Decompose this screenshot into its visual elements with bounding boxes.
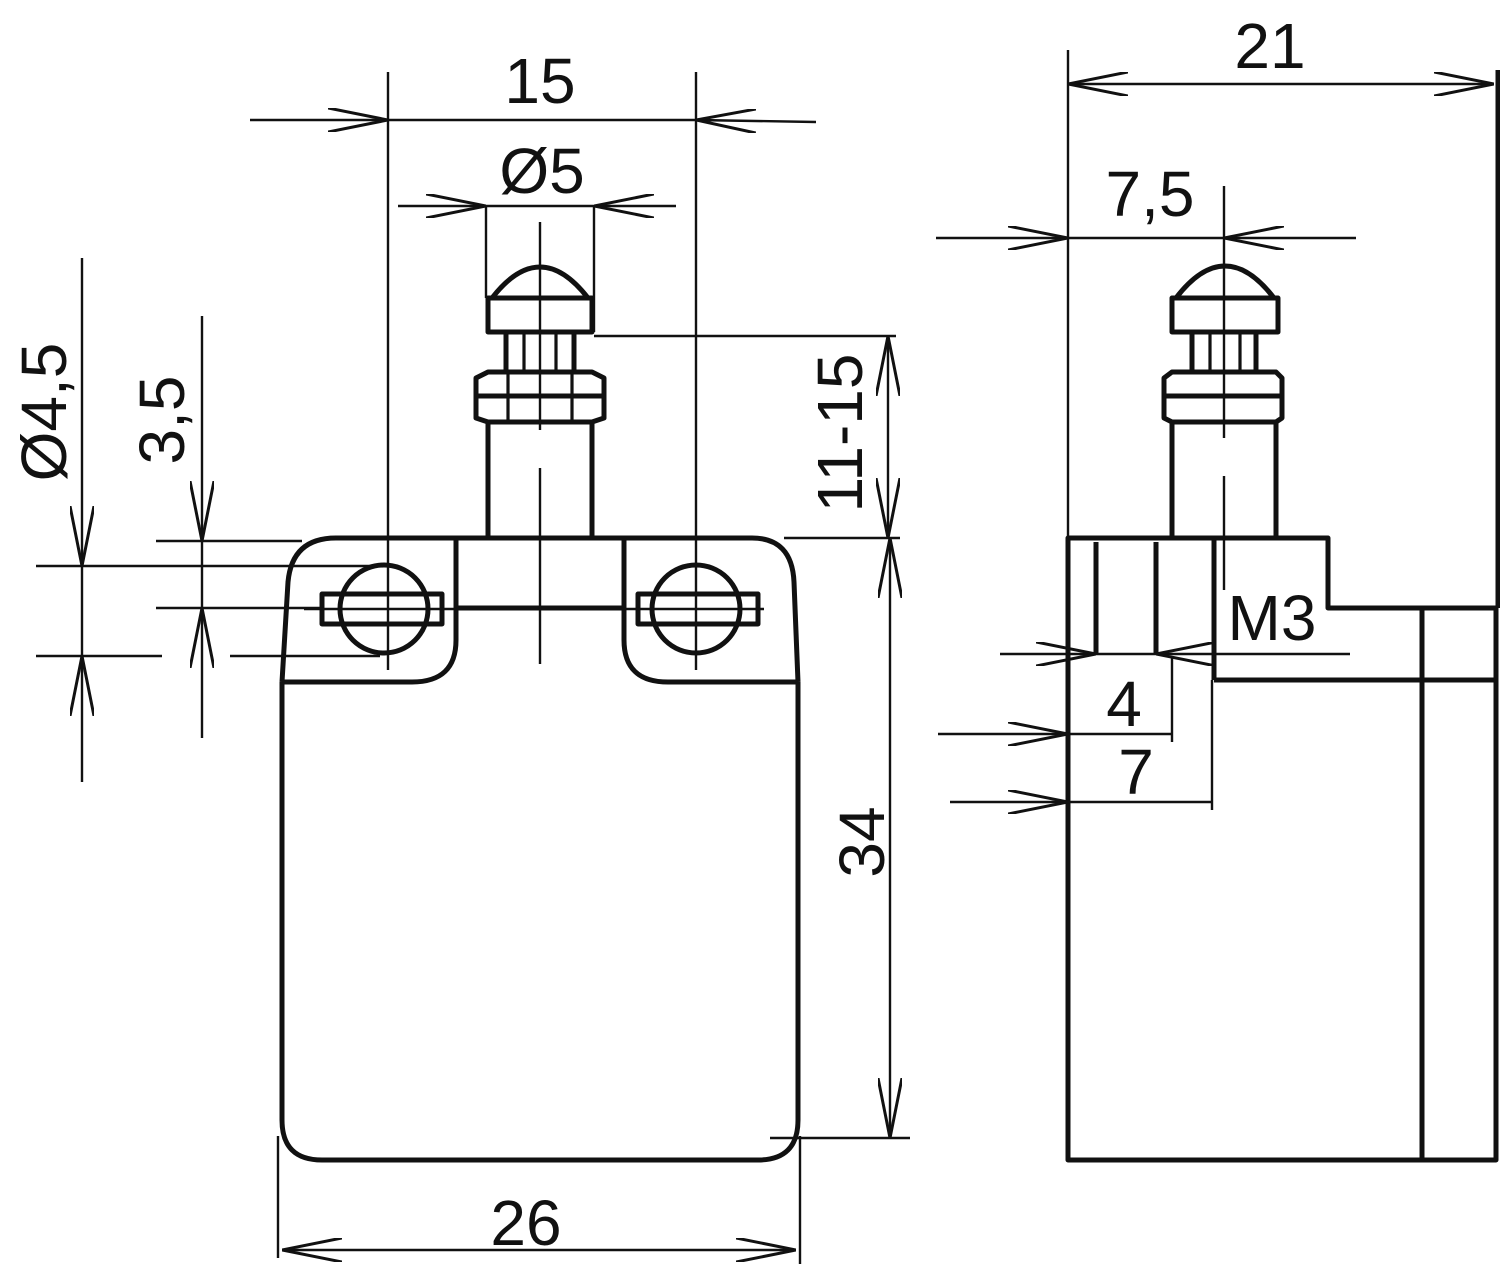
dim-label-75: 7,5	[1106, 158, 1195, 230]
dim-label-d5: Ø5	[499, 135, 584, 207]
dim-label-d45: Ø4,5	[8, 343, 80, 482]
dim-label-m3: M3	[1228, 582, 1317, 654]
dim-label-stroke: 11-15	[804, 354, 876, 513]
front-mounting-flange	[279, 535, 801, 683]
dim-label-15: 15	[504, 45, 575, 117]
side-view: 21 7,5 M3 4 7	[936, 10, 1500, 1163]
flange-cutout-left	[411, 538, 459, 685]
dim-15-arrow-right	[696, 120, 817, 122]
dim-label-21: 21	[1234, 10, 1305, 82]
dim-label-34: 34	[826, 806, 898, 877]
front-view: 15 Ø5 11-15 34 26 Ø4,5	[8, 45, 910, 1264]
dim-label-26: 26	[490, 1187, 561, 1259]
flange-cutout-right	[621, 538, 669, 685]
dim-label-7: 7	[1118, 736, 1154, 808]
dim-label-35: 3,5	[126, 376, 198, 465]
dim-label-4: 4	[1106, 668, 1142, 740]
front-housing-outline	[279, 682, 801, 1163]
